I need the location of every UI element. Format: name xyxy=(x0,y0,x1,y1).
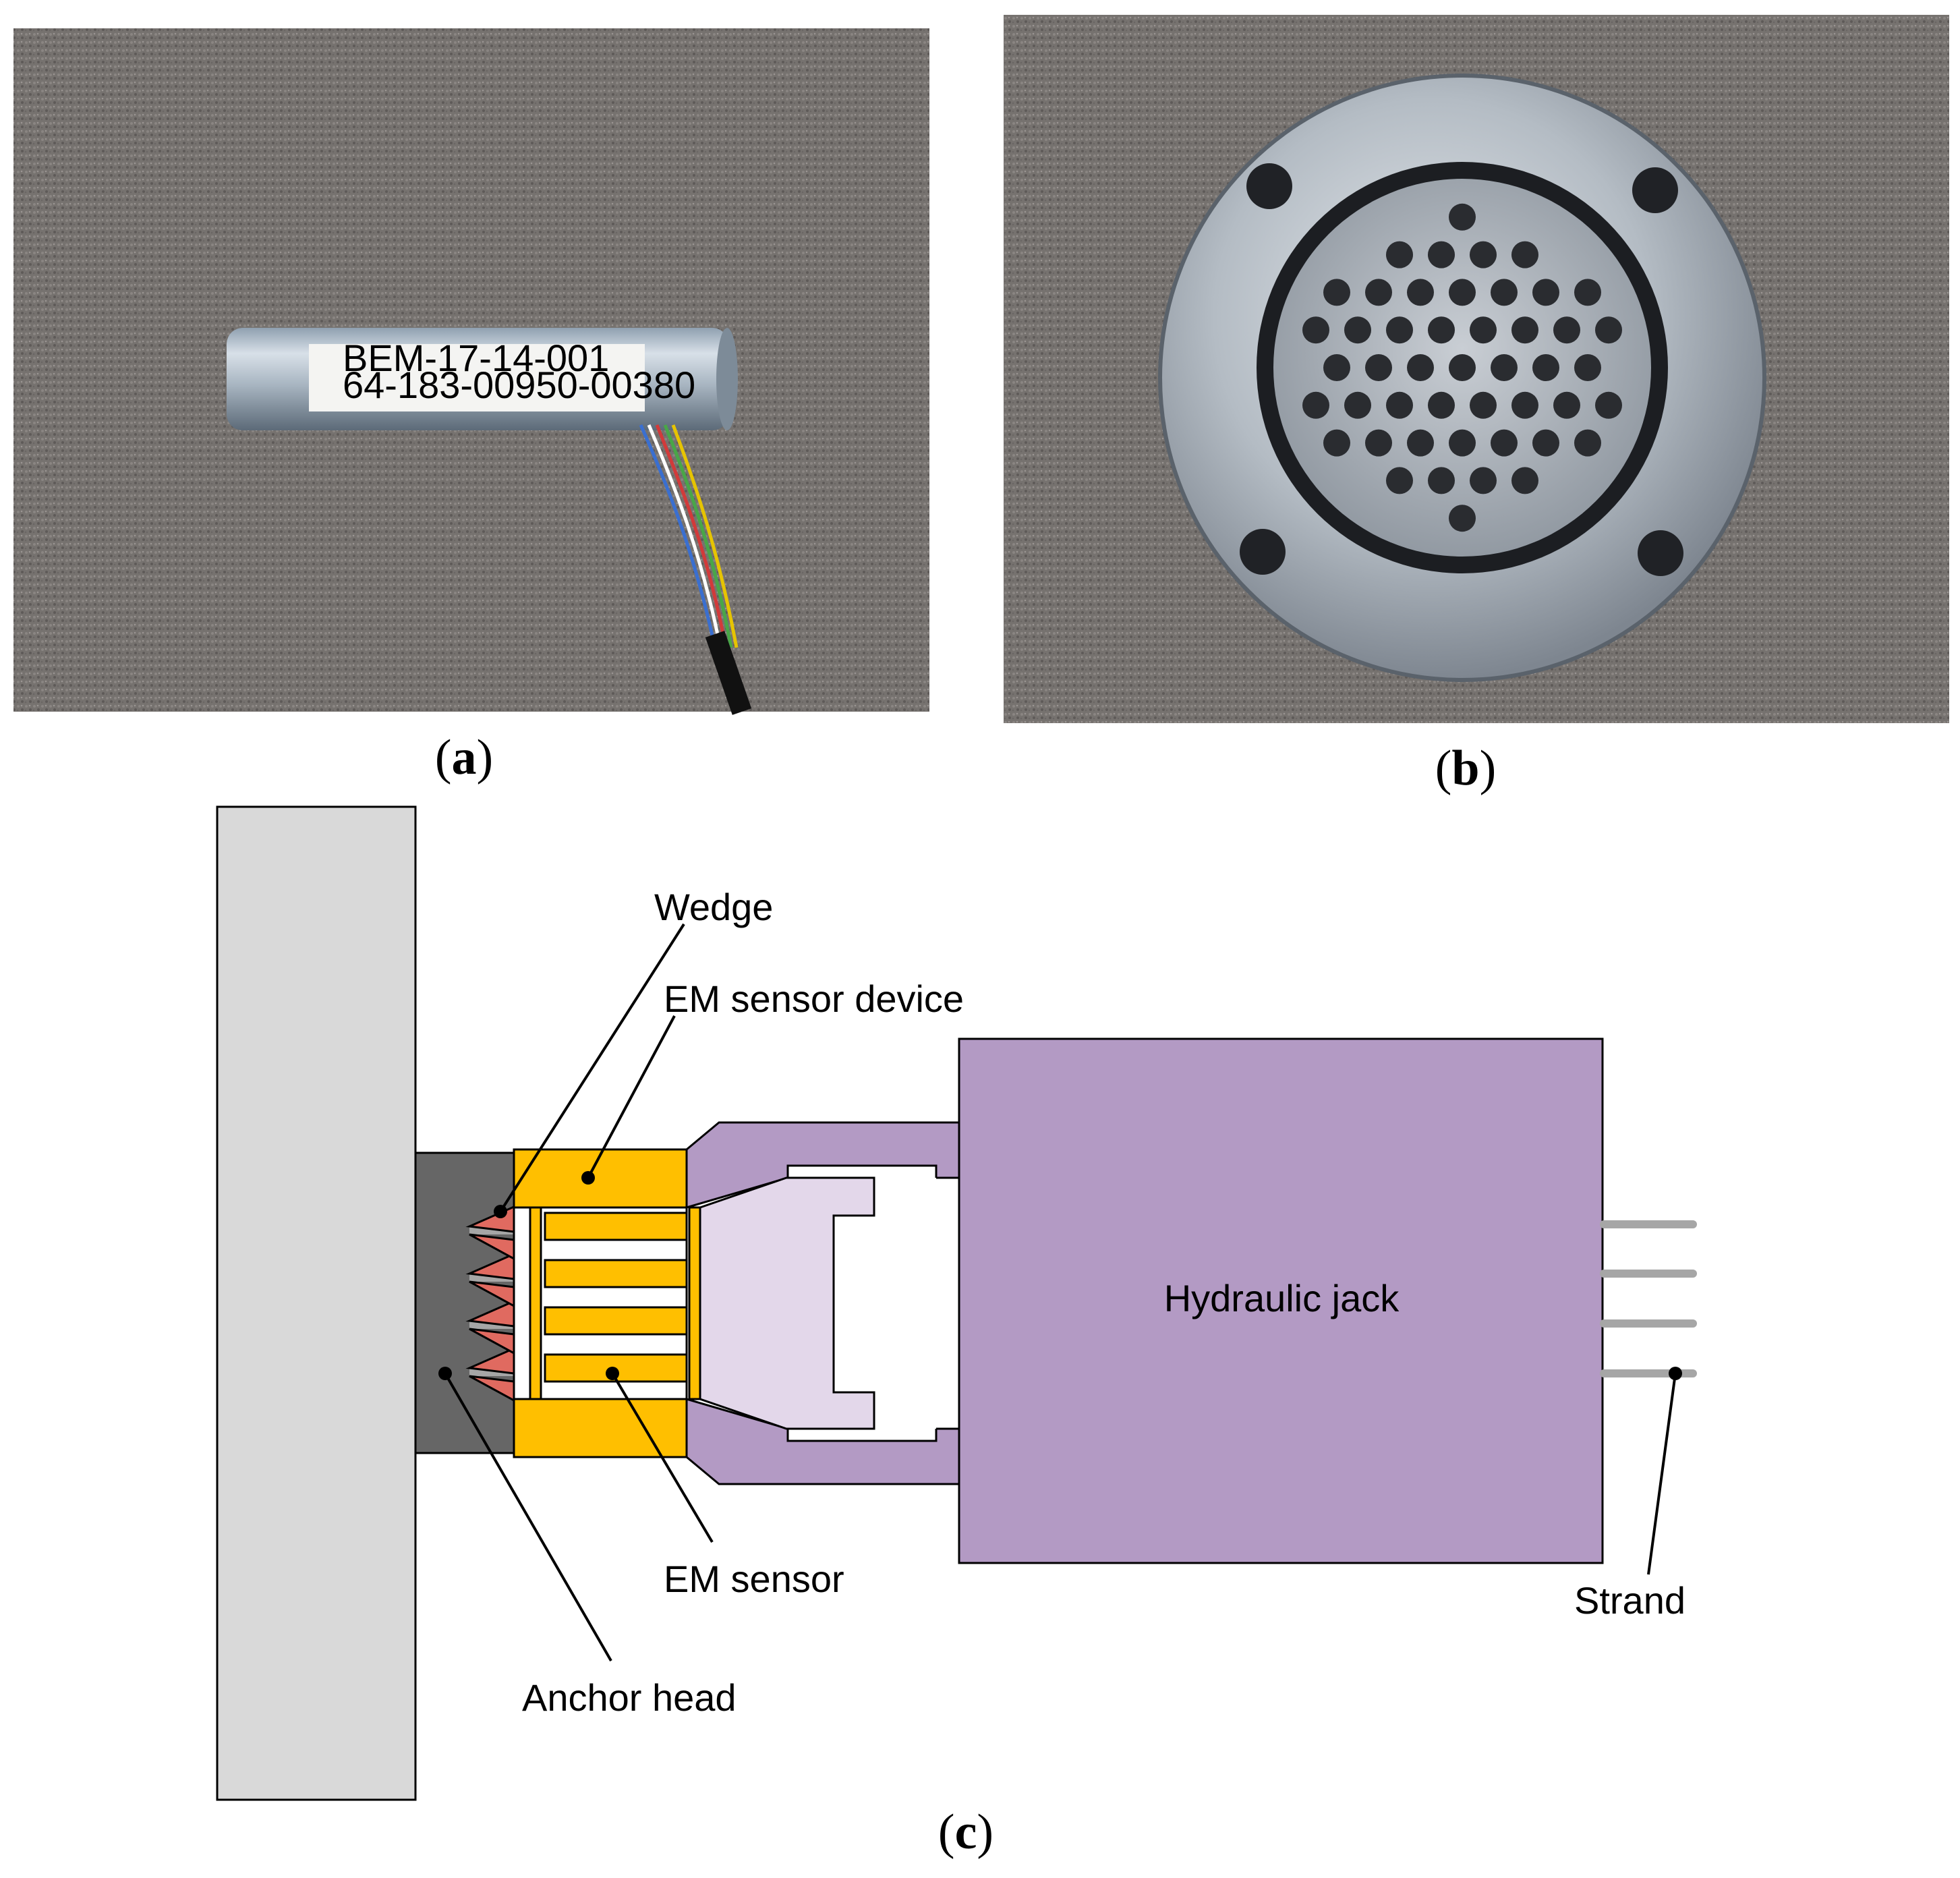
strand-hole xyxy=(1407,354,1434,381)
strand-hole xyxy=(1407,279,1434,306)
strand-hole xyxy=(1323,354,1350,381)
panel-a-photo: BEM-17-14-001 64-183-00950-00380 xyxy=(13,28,929,715)
caption-b: (b) xyxy=(1435,741,1496,796)
strand-hole xyxy=(1344,391,1371,419)
label-hydraulic-jack: Hydraulic jack xyxy=(1164,1277,1400,1319)
strand-hole xyxy=(1365,279,1392,306)
strand-hole xyxy=(1470,316,1497,344)
strand-hole xyxy=(1428,241,1455,268)
strand-hole xyxy=(1511,467,1538,494)
sensor-end-plate-right xyxy=(688,1206,701,1400)
strand-hole xyxy=(1365,354,1392,381)
strand-hole xyxy=(1407,429,1434,457)
strand-hole xyxy=(1386,391,1413,419)
strand-hole xyxy=(1532,279,1559,306)
jack-chair xyxy=(685,1121,960,1210)
strand-hole xyxy=(1511,241,1538,268)
strand-hole xyxy=(1470,467,1497,494)
label-em-sensor-device: EM sensor device xyxy=(664,977,964,1020)
jack-inner-piston xyxy=(699,1176,875,1430)
panel-c-diagram: Wedge EM sensor device Hydraulic jack EM… xyxy=(216,805,1697,1801)
strand-hole xyxy=(1386,316,1413,344)
strand-hole xyxy=(1511,316,1538,344)
hydraulic-jack-body xyxy=(958,1037,1604,1564)
strand-hole xyxy=(1428,467,1455,494)
leader-lines xyxy=(444,923,1677,1662)
strand-hole xyxy=(1574,279,1601,306)
anchor-head xyxy=(414,1151,515,1454)
tube-end-cap xyxy=(716,328,738,430)
strand-hole xyxy=(1302,391,1329,419)
strand-hole xyxy=(1574,354,1601,381)
label-em-sensor: EM sensor xyxy=(664,1558,844,1600)
strand-hole xyxy=(1491,354,1518,381)
strand-hole xyxy=(1470,241,1497,268)
sensor-cable xyxy=(639,424,752,715)
strands-right xyxy=(1600,1220,1697,1377)
sensor-label-line2: 64-183-00950-00380 xyxy=(343,364,695,406)
leader-em-sensor xyxy=(611,1372,714,1543)
label-anchor-head: Anchor head xyxy=(522,1676,737,1719)
strand-hole xyxy=(1386,241,1413,268)
strand-hole xyxy=(1428,391,1455,419)
strand-hole xyxy=(1449,203,1476,231)
mounting-holes xyxy=(1240,163,1683,576)
strand-hole xyxy=(1595,316,1622,344)
strand-hole xyxy=(1344,316,1371,344)
leader-anchor-head xyxy=(444,1372,612,1662)
label-strand: Strand xyxy=(1574,1579,1685,1622)
caption-a: (a) xyxy=(435,730,493,785)
strand-hole xyxy=(1491,279,1518,306)
strand-hole xyxy=(1386,467,1413,494)
strand-hole xyxy=(1511,391,1538,419)
strand-hole xyxy=(1553,316,1580,344)
strand-hole xyxy=(1449,279,1476,306)
sensor-end-plate-left xyxy=(529,1206,542,1400)
strand-hole xyxy=(1574,429,1601,457)
strand-hole xyxy=(1532,429,1559,457)
strand-hole xyxy=(1449,354,1476,381)
strand-hole xyxy=(1595,391,1622,419)
leader-dots xyxy=(438,1171,1682,1380)
leader-strand xyxy=(1647,1373,1677,1575)
sensor-label-line1: BEM-17-14-001 xyxy=(343,337,609,379)
strand-hole xyxy=(1302,316,1329,344)
jack-chair-bottom xyxy=(685,1397,960,1485)
strand-hole xyxy=(1365,429,1392,457)
strand-hole xyxy=(1323,279,1350,306)
strand-hole xyxy=(1470,391,1497,419)
strand-hole xyxy=(1553,391,1580,419)
strand-hole xyxy=(1491,429,1518,457)
panel-b-photo xyxy=(1004,15,1949,723)
strand-hole xyxy=(1449,429,1476,457)
leader-wedge xyxy=(499,923,685,1213)
caption-c: (c) xyxy=(938,1804,993,1860)
strand-hole xyxy=(1532,354,1559,381)
sensor-sticker xyxy=(309,344,645,411)
label-wedge: Wedge xyxy=(654,886,773,928)
leader-em-sensor-device xyxy=(587,1015,676,1178)
strand-hole xyxy=(1323,429,1350,457)
em-sensor-device-top xyxy=(513,1148,688,1209)
strand-holes xyxy=(1302,203,1622,532)
em-sensor-device-bottom xyxy=(513,1398,688,1458)
em-sensors xyxy=(544,1212,688,1383)
strand-hole xyxy=(1428,316,1455,344)
jack-inner-cavity xyxy=(877,1178,936,1429)
strand-hole xyxy=(1449,505,1476,532)
concrete-wall xyxy=(216,805,417,1801)
